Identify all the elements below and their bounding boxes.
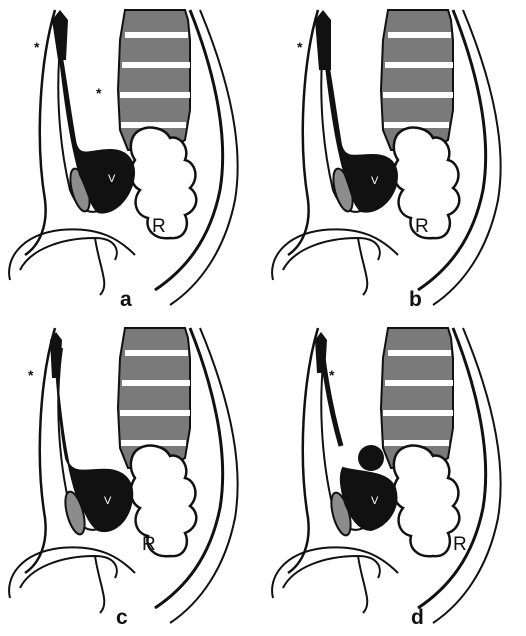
panel-letter: c: [116, 606, 128, 630]
rectum-label: R: [152, 216, 166, 237]
anterior-abdominal-wall: [25, 10, 55, 255]
panel-a: R V * * a: [0, 0, 263, 318]
panel-c-drawing: R V *: [0, 318, 263, 636]
marker-star-1: *: [297, 39, 303, 55]
ureter-tube: [52, 10, 68, 60]
marker-star-2: *: [96, 85, 102, 101]
rectum-label: R: [453, 534, 467, 555]
vagina-label: V: [108, 173, 116, 185]
ureter-tube: [315, 10, 331, 70]
rectum-colon: [394, 446, 459, 557]
vagina-label: V: [371, 495, 379, 507]
ureter-tube: [315, 332, 327, 373]
marker-star-1: *: [28, 367, 34, 383]
anterior-abdominal-wall: [288, 10, 318, 255]
panel-a-drawing: R V * *: [0, 0, 263, 318]
anterior-abdominal-wall: [288, 328, 318, 573]
panel-c: R V * c: [0, 318, 263, 636]
cuff-bulge: [358, 445, 384, 471]
panel-b: R V * b: [263, 0, 526, 318]
panel-d: R V * d: [263, 318, 526, 636]
panel-letter: b: [409, 288, 422, 312]
ureter-tube: [50, 332, 62, 378]
panel-b-drawing: R V *: [263, 0, 526, 318]
marker-star-1: *: [34, 39, 40, 55]
rectum-label: R: [142, 534, 156, 555]
anterior-abdominal-wall: [25, 328, 55, 573]
vagina-label: V: [371, 175, 379, 187]
rectum-colon: [131, 446, 196, 557]
vagina-label: V: [104, 495, 112, 507]
panel-d-drawing: R V *: [263, 318, 526, 636]
panel-letter: d: [411, 606, 424, 630]
panel-letter: a: [120, 288, 132, 312]
marker-star-1: *: [329, 367, 335, 383]
rectum-label: R: [415, 216, 429, 237]
